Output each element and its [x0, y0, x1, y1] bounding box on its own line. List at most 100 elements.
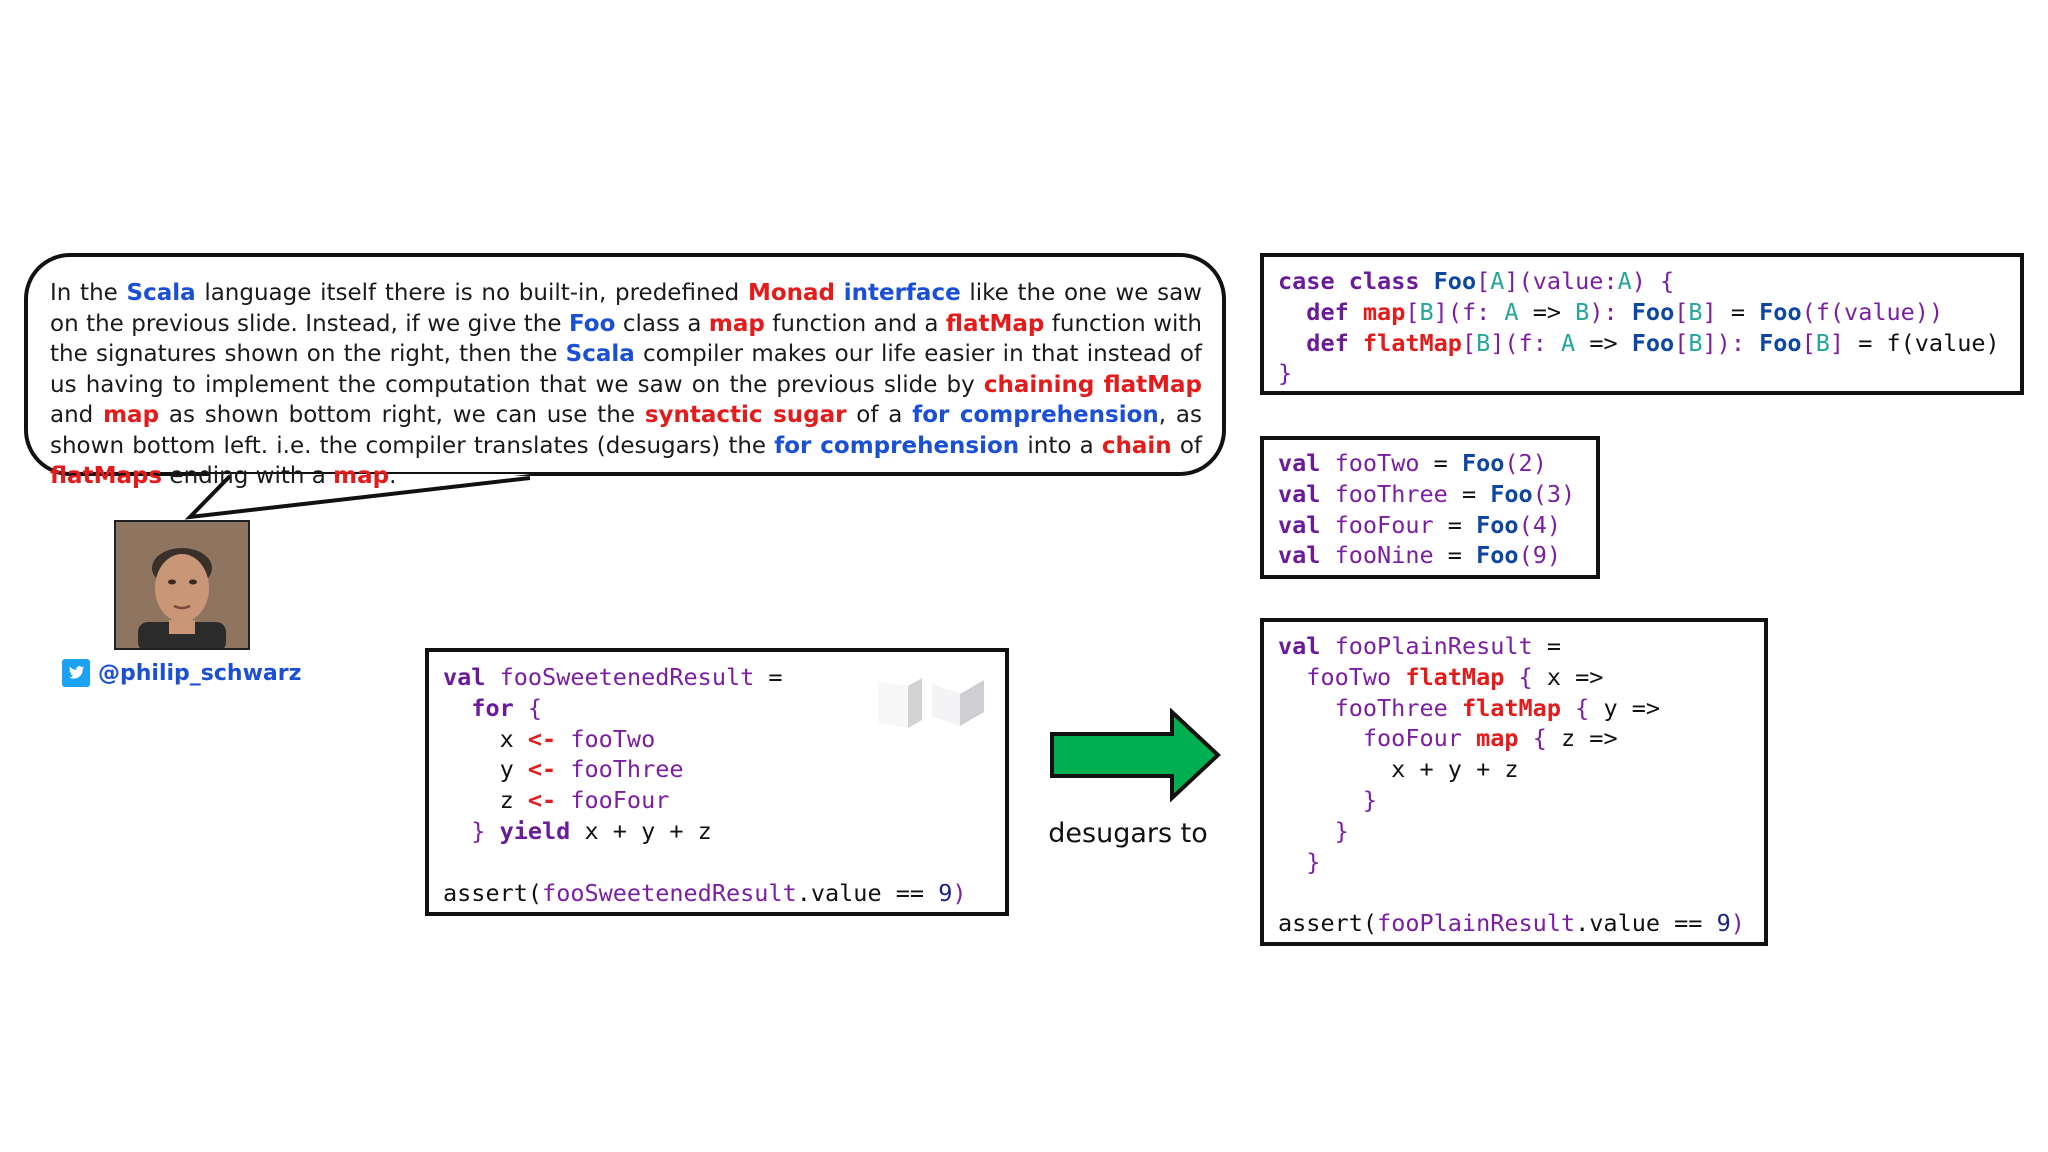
highlighted-term: Foo [568, 310, 616, 337]
code-token: fooThree [1334, 693, 1448, 722]
code-token [1320, 480, 1334, 508]
code-token: B [1688, 328, 1703, 357]
code-token: ): [1589, 297, 1632, 326]
code-token [1420, 267, 1434, 295]
code-token: A [1490, 267, 1505, 295]
highlighted-term: flatMaps [50, 463, 163, 489]
highlighted-term: map [333, 463, 390, 489]
code-token: ](f: [1433, 297, 1505, 326]
code-token: <- [527, 755, 557, 784]
code-token: Foo [1490, 479, 1533, 508]
code-token: = [754, 663, 783, 691]
twitter-bird-icon [62, 659, 90, 687]
code-token [556, 755, 570, 783]
code-token: (f(value)) [1801, 297, 1944, 326]
highlighted-term: map [708, 310, 765, 337]
text-segment: into a [1019, 432, 1102, 459]
code-token: fooTwo [1306, 662, 1392, 691]
code-line: } [1278, 358, 2006, 389]
code-token: A [1504, 297, 1519, 326]
code-token: fooNine [1334, 541, 1434, 570]
code-line: z <- fooFour [443, 785, 991, 816]
author-handle-text[interactable]: @philip_schwarz [98, 660, 302, 686]
code-token: ] [1702, 297, 1717, 326]
code-token: { [1560, 693, 1604, 722]
code-token: = f(value) [1844, 328, 2000, 357]
code-line [1278, 877, 1750, 908]
text-segment: function and a [764, 310, 946, 337]
text-segment: function with the signatures shown on th… [50, 310, 1202, 368]
text-segment: In the [50, 280, 127, 306]
code-token: Foo [1476, 510, 1519, 539]
code-token [1320, 511, 1334, 539]
code-line: val fooNine = Foo(9) [1278, 540, 1582, 571]
code-token: { [1518, 724, 1561, 753]
foo-values-code: val fooTwo = Foo(2)val fooThree = Foo(3)… [1260, 436, 1600, 579]
code-token [1349, 298, 1363, 326]
code-token: = [1433, 541, 1477, 570]
code-token: val [1278, 541, 1321, 570]
text-segment: and [50, 402, 104, 428]
code-token: B [1419, 297, 1434, 326]
code-line: val fooTwo = Foo(2) [1278, 448, 1582, 479]
code-token [1349, 329, 1363, 357]
code-token: fooSweetenedResult [499, 663, 755, 691]
code-line: assert(fooPlainResult.value == 9) [1278, 908, 1750, 939]
code-token: fooFour [570, 786, 670, 815]
code-token [1391, 663, 1405, 691]
for-comprehension-code: val fooSweetenedResult = for { x <- fooT… [425, 648, 1009, 916]
code-token: .value == [796, 878, 939, 907]
author-handle[interactable]: @philip_schwarz [62, 658, 301, 688]
highlighted-term: flatMap [945, 310, 1045, 337]
code-token [1278, 329, 1306, 357]
code-line [443, 847, 991, 878]
text-segment: as shown bottom right, we can use the [159, 402, 645, 428]
code-token: } [1278, 785, 1378, 814]
highlighted-term: Scala [565, 341, 635, 367]
explanation-paragraph: In the Scala language itself there is no… [50, 278, 1202, 492]
code-token: case [1278, 267, 1335, 295]
code-token: } [1278, 816, 1349, 845]
text-segment: of [1171, 432, 1203, 459]
code-token: = [1447, 479, 1491, 508]
text-segment: of a [846, 402, 913, 428]
code-token: assert( [1278, 909, 1378, 938]
code-token [1320, 449, 1334, 477]
code-token: => [1575, 328, 1632, 357]
code-token: B [1476, 328, 1491, 357]
code-token: ](f: [1490, 328, 1562, 357]
code-token: Foo [1759, 328, 1802, 357]
code-token [1278, 663, 1306, 691]
highlighted-term: flatMap [1103, 371, 1202, 398]
code-token: fooPlainResult [1334, 632, 1533, 660]
code-token: fooPlainResult [1377, 909, 1576, 938]
code-token: val [1278, 449, 1321, 477]
code-token: flatMap [1362, 328, 1462, 357]
code-token: 9 [938, 878, 953, 907]
code-token: (3) [1532, 479, 1576, 508]
text-segment: compiler makes our life easier in that i… [50, 341, 1202, 398]
code-token [1335, 267, 1349, 295]
code-token: fooFour [1334, 510, 1434, 539]
text-segment: class a [615, 310, 709, 337]
text-segment: language itself there is no built-in, pr… [195, 280, 748, 306]
text-segment: . [389, 463, 397, 489]
code-token [485, 663, 499, 691]
code-token: class [1348, 267, 1420, 295]
code-token: x + y + z [1278, 755, 1519, 784]
code-line: fooThree flatMap { y => [1278, 693, 1750, 724]
highlighted-term: map [103, 402, 160, 428]
author-photo [114, 520, 250, 650]
code-token: Foo [1476, 541, 1519, 570]
code-token: 9 [1716, 909, 1731, 938]
code-line: val fooSweetenedResult = [443, 662, 991, 693]
code-token: { [1504, 662, 1547, 691]
plain-flatmap-chain-code: val fooPlainResult = fooTwo flatMap { x … [1260, 618, 1768, 946]
author-face-image [116, 522, 248, 648]
code-token: = [1532, 632, 1561, 660]
code-token: ) { [1631, 267, 1675, 295]
code-token: Foo [1631, 297, 1675, 326]
code-token: A [1561, 328, 1576, 357]
code-token: <- [527, 786, 557, 815]
code-token: val [1278, 510, 1321, 539]
